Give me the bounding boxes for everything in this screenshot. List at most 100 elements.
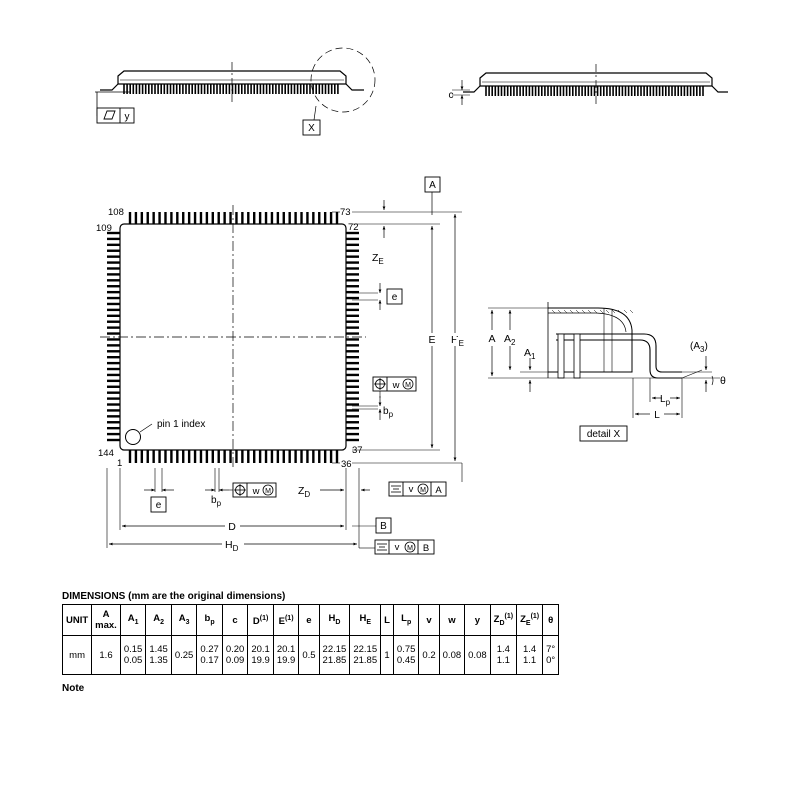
lead-bottom (329, 450, 333, 463)
table-header-cell: A3 (170, 604, 198, 636)
table-cell: 1.6 (91, 635, 121, 675)
hatch-line (563, 309, 568, 314)
table-cell: 0.75 0.45 (392, 635, 420, 675)
side-view-right-leads (485, 86, 704, 96)
dim-he-label: H (451, 334, 459, 346)
lead-top (323, 212, 327, 224)
lead-left (107, 344, 120, 347)
fcf-w-bottom: w (252, 486, 260, 497)
lead-right (346, 397, 359, 400)
fcf-m-v-bottom: M (407, 545, 413, 552)
lead-bottom (140, 450, 144, 463)
side-view-right: c (449, 64, 728, 105)
table-cell: 0.27 0.17 (196, 635, 223, 675)
lead-right (346, 314, 359, 317)
lead-top (164, 212, 167, 224)
lead-top (335, 212, 339, 224)
table-header-cell: L (380, 604, 394, 636)
lead-left (107, 356, 120, 359)
l-label: L (654, 410, 660, 421)
lead-top (217, 212, 220, 224)
lead-right (346, 255, 359, 258)
lead-bottom (282, 450, 285, 463)
lead-left (107, 403, 120, 406)
pin-1: 1 (117, 458, 122, 469)
detail-a3-label: (A (690, 341, 700, 352)
lead-bottom (294, 450, 297, 463)
detail-a3-sub: 3 (700, 345, 705, 354)
lead-bottom (323, 450, 327, 463)
position-icon (374, 378, 386, 390)
lead-right (346, 344, 359, 347)
lead-bottom (128, 450, 132, 463)
lead-left (107, 249, 120, 252)
fcf-datum-b: B (423, 543, 429, 554)
table-cell: 0.25 (170, 635, 198, 675)
lead-right (346, 261, 359, 264)
lead-left (107, 432, 120, 436)
lead-right (346, 237, 359, 241)
lead-right (346, 379, 359, 383)
mmc-icon (417, 483, 429, 495)
svg-text:(A3): (A3) (690, 341, 708, 354)
lead-left (107, 320, 120, 323)
lead-bottom (270, 450, 274, 463)
lead-left (107, 438, 120, 442)
fcf-w-right: w (392, 380, 400, 391)
side-view-left: X y (95, 47, 376, 136)
table-cell: 0.08 (438, 635, 466, 675)
lead-right (346, 421, 359, 424)
lead-bottom (229, 450, 232, 463)
lead-right (346, 249, 359, 252)
package-outline-drawing: X y c pin 1 index 108 109 73 (95, 47, 728, 555)
table-header-cell: w (438, 604, 466, 636)
table-cell: 0.2 (418, 635, 440, 675)
lead-bottom (223, 450, 226, 463)
lead-right (346, 320, 359, 323)
table-header-cell: y (464, 604, 491, 636)
lead-left (107, 373, 120, 377)
table-cell: 22.15 21.85 (318, 635, 351, 675)
hatch-line (599, 309, 604, 314)
svg-text:ZD: ZD (298, 485, 310, 499)
lead-top (258, 212, 262, 224)
hatch-line (587, 309, 592, 314)
table-cell: 0.20 0.09 (221, 635, 249, 675)
detail-a1-label: A (524, 347, 531, 359)
detail-x-ref: X (308, 123, 315, 134)
detail-a2-sub: 2 (511, 338, 516, 347)
lead-right (346, 326, 359, 329)
table-cell: 0.5 (298, 635, 320, 675)
table-cell: 0.08 (464, 635, 491, 675)
top-view: pin 1 index 108 109 73 72 144 1 37 36 A … (96, 176, 467, 555)
lp-label: L (660, 394, 666, 405)
hatch-line (557, 309, 562, 314)
lead-bottom (164, 450, 167, 463)
hatch-line (575, 309, 580, 314)
lead-left (107, 338, 120, 341)
svg-text:bp: bp (383, 406, 394, 419)
hatch-line (611, 309, 616, 314)
datum-b-label: B (380, 521, 387, 532)
bp-right-label: b (383, 406, 389, 417)
detail-x-caption: detail X (587, 429, 621, 440)
symmetry-icon (391, 485, 401, 493)
table-header-cell: ZD(1) (489, 604, 518, 636)
lead-top (211, 212, 214, 224)
fcf-m-right: M (405, 382, 411, 389)
lead-right (346, 356, 359, 359)
lead-left (107, 302, 120, 306)
hatch-line (551, 309, 556, 314)
mmc-icon (402, 378, 414, 390)
lead-left (107, 231, 120, 235)
lead-bottom (199, 450, 203, 463)
lead-right (346, 285, 359, 288)
lead-top (158, 212, 161, 224)
hatch-line (605, 309, 610, 314)
lp-sub: p (666, 398, 671, 407)
lead-left (107, 397, 120, 400)
table-cell: 1.4 1.1 (489, 635, 518, 675)
